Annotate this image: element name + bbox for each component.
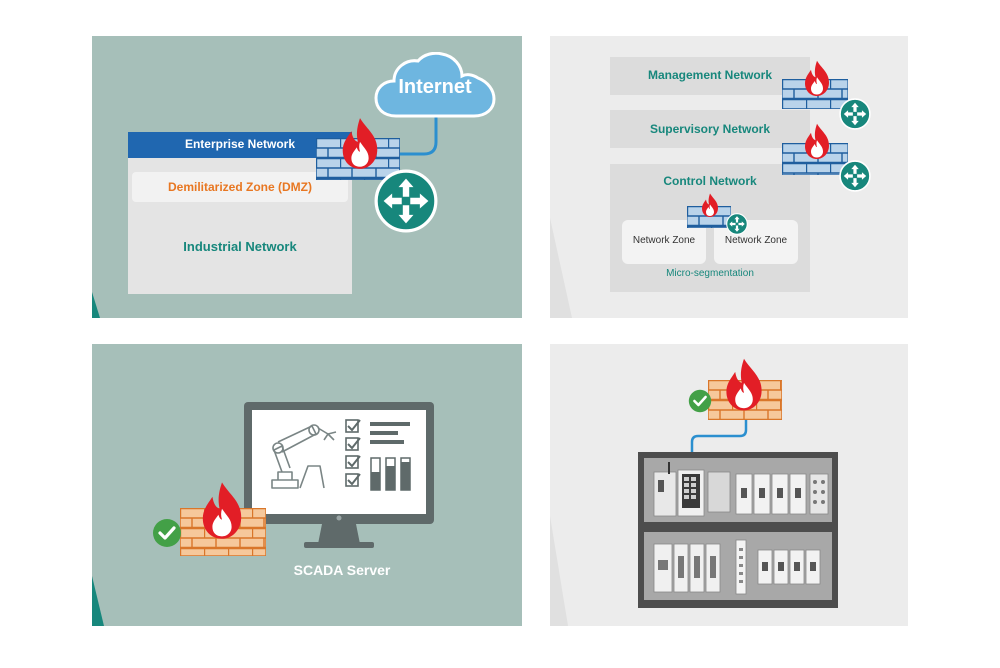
panel-scada: SCADA Server	[92, 344, 522, 626]
supervisory-flame-icon	[802, 122, 832, 160]
network-zone-a-label: Network Zone	[632, 235, 696, 246]
supervisory-network-label: Supervisory Network	[649, 122, 771, 136]
micro-router-icon	[726, 213, 748, 235]
panel-diagonal-accent	[550, 218, 572, 318]
internet-label: Internet	[398, 76, 472, 98]
management-network-label: Management Network	[647, 68, 773, 82]
industrial-network-label: Industrial Network	[183, 239, 297, 254]
cabinet-check-icon	[688, 389, 712, 413]
enterprise-network-bar: Enterprise Network	[128, 132, 352, 158]
robot-arm-icon	[264, 418, 350, 492]
micro-flame-icon	[700, 192, 720, 218]
cable-to-internet	[397, 114, 438, 156]
dmz-zone: Demilitarized Zone (DMZ)	[132, 172, 348, 202]
control-network-zone: Control Network Network Zone Network Zon…	[610, 164, 810, 292]
cloud-icon: Internet	[374, 52, 496, 122]
panel-network-overview: Industrial Network Enterprise Network De…	[92, 36, 522, 318]
flame-icon	[338, 116, 382, 170]
cabinet-icon	[638, 452, 838, 608]
router-icon	[374, 169, 438, 233]
micro-segmentation-label: Micro-segmentation	[666, 268, 754, 279]
dmz-label: Demilitarized Zone (DMZ)	[167, 180, 312, 194]
panel-diagonal-accent-2	[550, 516, 568, 626]
text-lines-icon	[370, 422, 412, 448]
enterprise-network-label: Enterprise Network	[184, 137, 296, 151]
panel-segmentation: Management Network Supervisory Network C…	[550, 36, 908, 318]
supervisory-network-bar: Supervisory Network	[610, 110, 810, 148]
check-icon	[152, 518, 182, 548]
supervisory-router-icon	[839, 160, 871, 192]
industrial-network-zone: Industrial Network	[128, 136, 352, 294]
management-router-icon	[839, 98, 871, 130]
cabinet-flame-icon	[722, 356, 766, 412]
control-network-label: Control Network	[663, 174, 757, 188]
cabinet-cable	[690, 418, 748, 480]
management-network-bar: Management Network	[610, 57, 810, 95]
management-flame-icon	[802, 59, 832, 97]
panel-cabinet	[550, 344, 908, 626]
network-zone-b-label: Network Zone	[724, 235, 788, 246]
micro-firewall-icon	[687, 206, 731, 228]
scada-server-label: SCADA Server	[293, 562, 391, 578]
panel-corner-accent-teal	[92, 576, 104, 626]
checklist-icon	[344, 418, 368, 494]
bar-gauges-icon	[370, 454, 414, 492]
scada-flame-icon	[198, 480, 246, 540]
panel-corner-accent	[92, 292, 100, 318]
